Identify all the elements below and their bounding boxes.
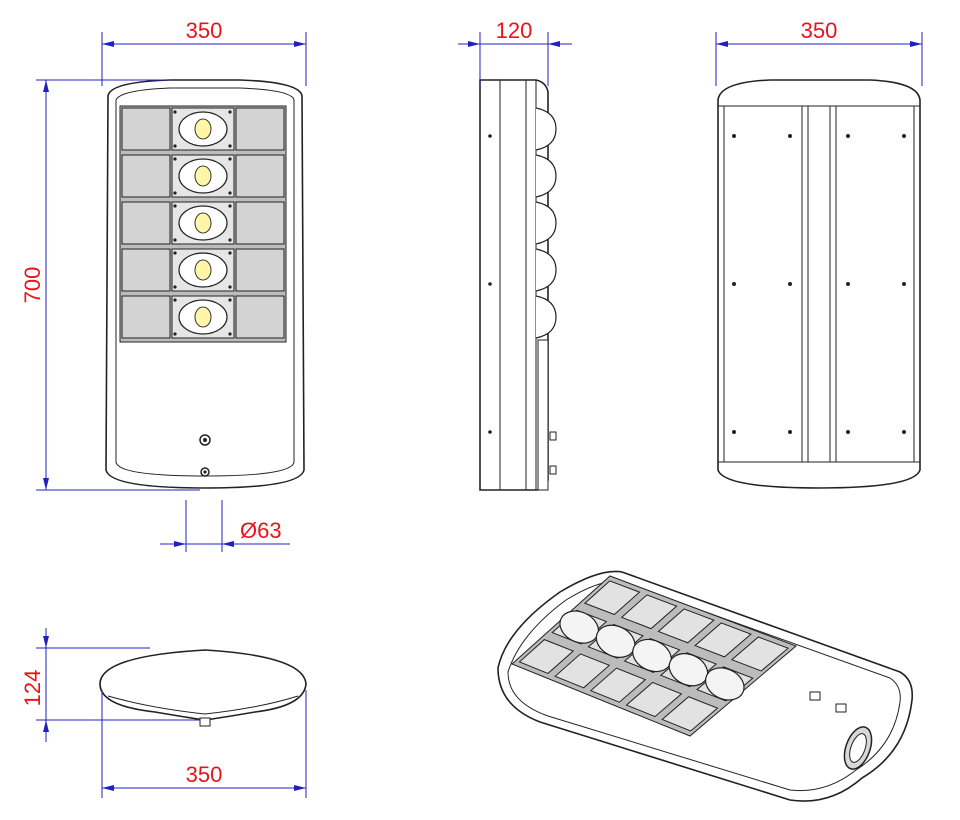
isometric-view <box>497 570 914 802</box>
screw-icon <box>173 285 177 289</box>
screw-icon <box>228 332 232 336</box>
iso-cell <box>625 681 683 718</box>
side-panel-left <box>121 295 171 339</box>
screw-icon <box>173 191 177 195</box>
screw-icon <box>732 430 736 434</box>
screw-icon <box>173 204 177 208</box>
side-panel-right <box>235 295 285 339</box>
side-screws <box>488 134 492 434</box>
screw-icon <box>228 251 232 255</box>
screw-icon <box>173 157 177 161</box>
led-chip-icon <box>194 306 212 328</box>
screw-icon <box>228 204 232 208</box>
screw-icon <box>846 282 850 286</box>
iso-led-lens <box>704 667 745 701</box>
screw-icon <box>228 144 232 148</box>
pole-diameter-label: Ø63 <box>240 518 282 543</box>
side-width-label: 120 <box>496 18 533 43</box>
screw-icon <box>902 282 906 286</box>
screw-icon <box>228 110 232 114</box>
screw-icon <box>488 134 492 138</box>
screw-icon <box>846 430 850 434</box>
screw-icon <box>732 134 736 138</box>
screw-icon <box>173 298 177 302</box>
screw-icon <box>228 191 232 195</box>
screw-icon <box>488 430 492 434</box>
screw-icon <box>173 332 177 336</box>
screw-icon <box>228 157 232 161</box>
side-panel-left <box>121 201 171 245</box>
screw-icon <box>228 238 232 242</box>
lens-profile <box>535 201 557 245</box>
iso-cell <box>583 580 641 616</box>
side-panel-left <box>121 248 171 292</box>
iso-cell <box>589 667 647 703</box>
led-chip-icon <box>194 165 212 187</box>
front-view: 350 700 Ø63 <box>20 18 307 552</box>
side-view: 120 <box>458 18 572 491</box>
screw-icon <box>228 285 232 289</box>
iso-cell <box>661 696 719 732</box>
screw-icon <box>228 298 232 302</box>
side-panel-left <box>121 154 171 198</box>
iso-cell <box>694 622 752 658</box>
back-width-label: 350 <box>801 18 838 43</box>
lens-profile <box>535 107 557 151</box>
led-chip-icon <box>194 118 212 140</box>
screw-icon <box>732 282 736 286</box>
led-chip-icon <box>194 259 212 281</box>
lens-profile <box>535 154 557 198</box>
screw-icon <box>173 110 177 114</box>
lens-profile <box>535 295 557 339</box>
side-panel-right <box>235 154 285 198</box>
screw-icon <box>846 134 850 138</box>
back-view: 350 <box>715 18 923 489</box>
screw-icon <box>173 144 177 148</box>
screw-icon <box>173 251 177 255</box>
iso-cell <box>554 653 611 689</box>
screw-icon <box>788 430 792 434</box>
led-module-grid <box>121 107 285 339</box>
front-width-label: 350 <box>186 18 223 43</box>
bottom-width-label: 350 <box>186 762 223 787</box>
side-panel-right <box>235 201 285 245</box>
bottom-view: 124 350 <box>20 628 307 798</box>
led-chip-icon <box>194 212 212 234</box>
side-lens-profiles <box>535 107 557 339</box>
isometric-led-grid <box>518 580 790 732</box>
lens-profile <box>535 248 557 292</box>
iso-cell <box>620 594 678 630</box>
screw-icon <box>488 282 492 286</box>
side-panel-right <box>235 107 285 151</box>
iso-cell <box>730 636 790 672</box>
front-height-label: 700 <box>20 267 45 304</box>
screw-icon <box>173 238 177 242</box>
screw-icon <box>788 134 792 138</box>
side-panel-left <box>121 107 171 151</box>
back-screws <box>732 134 906 434</box>
screw-icon <box>902 134 906 138</box>
side-panel-right <box>235 248 285 292</box>
iso-cell <box>657 608 715 644</box>
screw-icon <box>788 282 792 286</box>
screw-icon <box>902 430 906 434</box>
bottom-height-label: 124 <box>20 670 45 707</box>
iso-cell <box>518 639 575 675</box>
